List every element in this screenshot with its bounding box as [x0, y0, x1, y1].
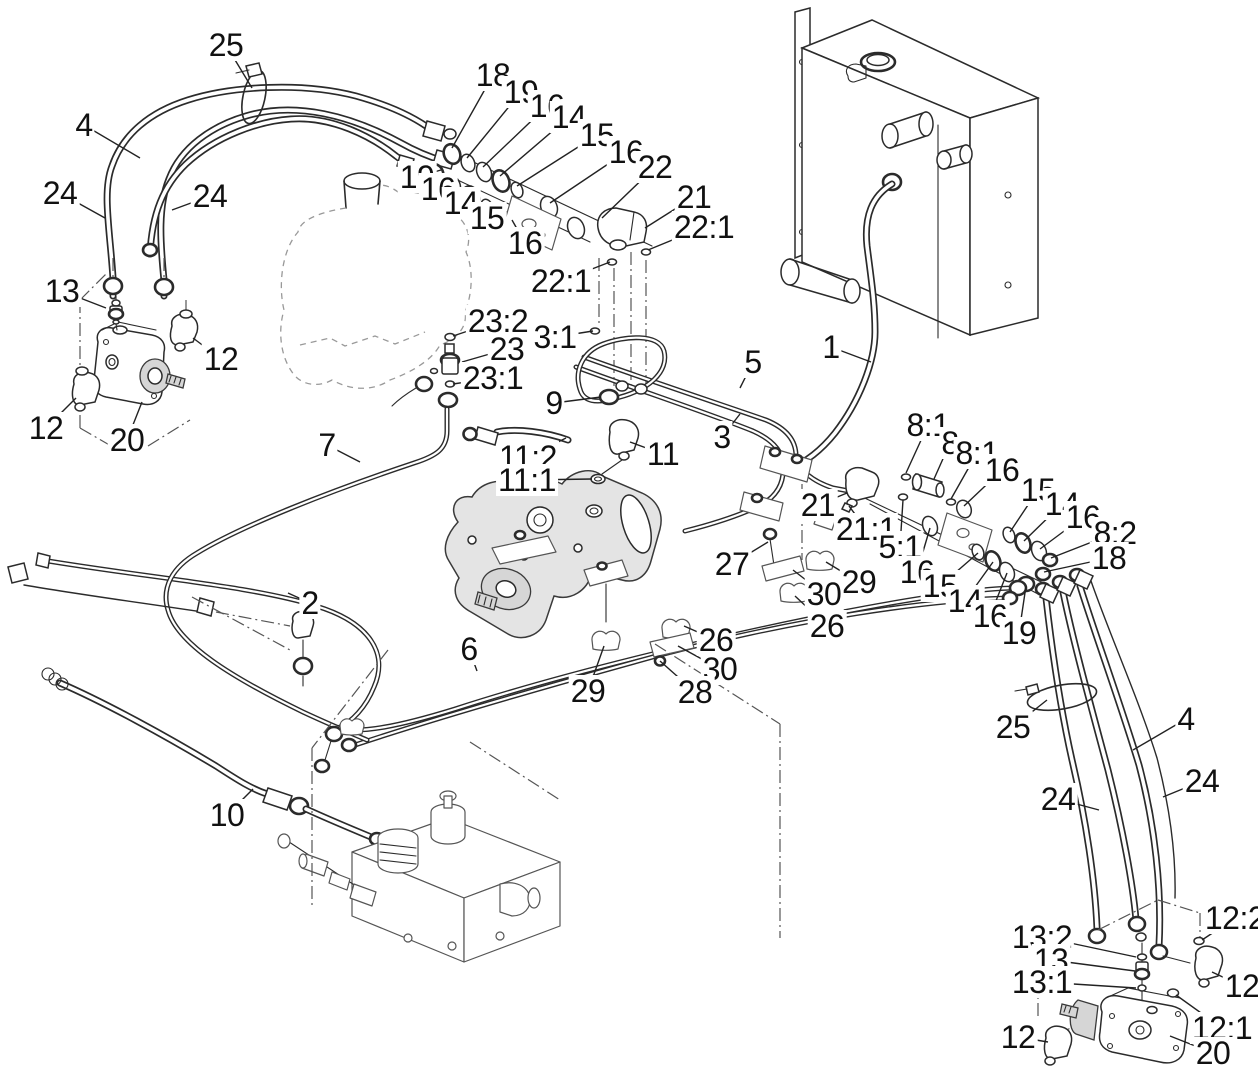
callout-label-16: 16 — [982, 452, 1022, 488]
engine-pump-assembly — [444, 418, 662, 639]
tube-clamps — [339, 527, 835, 736]
right-motor — [1043, 936, 1224, 1066]
callout-label-12: 12 — [26, 410, 66, 446]
callout-label-24: 24 — [40, 175, 80, 211]
callout-label-3:1: 3:1 — [531, 319, 579, 355]
callout-label-3: 3 — [711, 419, 733, 455]
callout-label-5: 5 — [742, 344, 764, 380]
callout-label-25: 25 — [206, 27, 246, 63]
vent-valve-23 — [391, 332, 461, 409]
callout-label-23: 23 — [487, 331, 527, 367]
callout-label-13:1: 13:1 — [1009, 964, 1075, 1000]
callout-label-11:1: 11:1 — [496, 462, 558, 498]
callout-label-23:1: 23:1 — [460, 360, 526, 396]
left-hose-bundle — [102, 62, 457, 296]
hydraulic-tank-outline — [280, 172, 472, 389]
callout-label-10: 10 — [207, 797, 247, 833]
callout-label-20: 20 — [1193, 1035, 1233, 1071]
callout-label-2: 2 — [299, 585, 321, 621]
right-fitting-stack — [840, 466, 1059, 595]
callout-label-29: 29 — [568, 673, 608, 709]
callout-label-24: 24 — [1182, 763, 1222, 799]
callout-label-16: 16 — [1063, 499, 1103, 535]
callout-label-19: 19 — [999, 615, 1039, 651]
callout-label-12: 12 — [998, 1019, 1038, 1055]
callout-label-18: 18 — [1089, 540, 1129, 576]
callout-label-13: 13 — [42, 273, 82, 309]
callout-label-12:2: 12:2 — [1202, 902, 1258, 934]
callout-label-12: 12 — [201, 341, 241, 377]
callout-label-9: 9 — [543, 385, 565, 421]
callout-label-11: 11 — [644, 436, 682, 472]
callout-label-23:2: 23:2 — [465, 303, 531, 339]
callout-label-22:1: 22:1 — [528, 263, 594, 299]
callout-label-26: 26 — [807, 608, 847, 644]
callout-label-30: 30 — [804, 576, 844, 612]
long-tubes — [35, 409, 1028, 774]
callout-label-6: 6 — [458, 631, 480, 667]
callout-label-27: 27 — [712, 546, 752, 582]
callout-label-29: 29 — [839, 564, 879, 600]
callout-label-30: 30 — [700, 651, 740, 687]
callout-label-21: 21 — [674, 179, 714, 215]
callout-label-15: 15 — [467, 200, 507, 236]
callout-label-7: 7 — [316, 427, 338, 463]
right-hose-bundle — [1014, 567, 1191, 1007]
callout-label-12: 12 — [1222, 970, 1258, 1002]
callout-label-25: 25 — [993, 709, 1033, 745]
callout-label-20: 20 — [107, 422, 147, 458]
callout-label-4: 4 — [1175, 701, 1197, 737]
callout-label-24: 24 — [1038, 781, 1078, 817]
valve-block — [277, 790, 561, 963]
callout-label-28: 28 — [675, 674, 715, 710]
callout-label-18: 18 — [473, 57, 513, 93]
callout-label-22:1: 22:1 — [671, 209, 737, 245]
steel-tubes-3-5 — [576, 338, 849, 560]
callout-label-22: 22 — [635, 149, 675, 185]
callout-label-16: 16 — [505, 225, 545, 261]
callout-label-1: 1 — [820, 329, 842, 365]
callout-label-4: 4 — [73, 107, 95, 143]
callout-label-26: 26 — [696, 622, 736, 658]
callout-label-21: 21 — [798, 487, 838, 523]
left-motor — [71, 295, 199, 412]
callout-label-15: 15 — [1018, 472, 1058, 508]
callout-label-24: 24 — [190, 178, 230, 214]
